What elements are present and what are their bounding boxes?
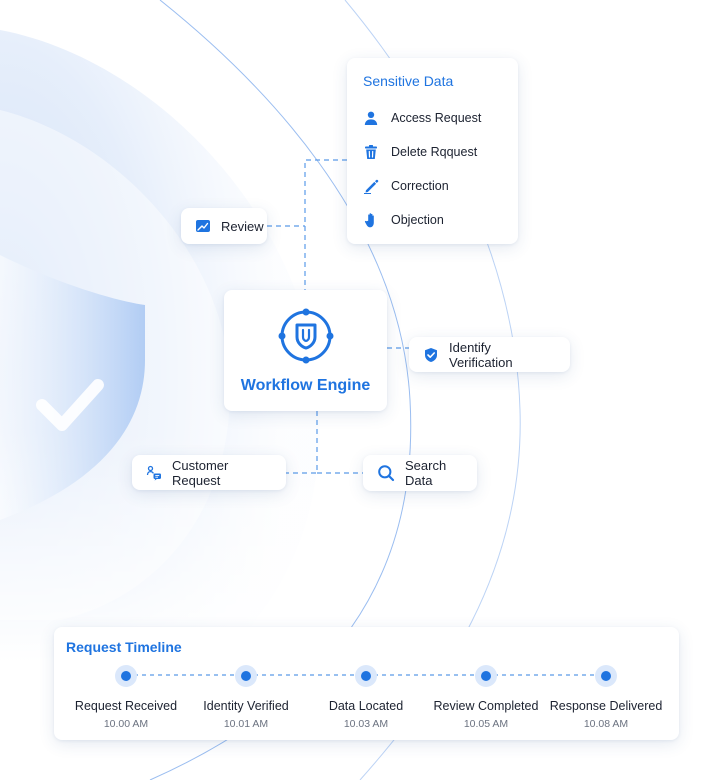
identify-verification-node[interactable]: Identify Verification [409, 337, 570, 372]
workflow-engine-node[interactable]: Workflow Engine [224, 290, 387, 411]
timeline-step-data-located: Data Located 10.03 AM [301, 665, 431, 730]
customer-request-node[interactable]: Customer Request [132, 455, 286, 490]
review-node[interactable]: Review [181, 208, 267, 244]
timeline-step-review-completed: Review Completed 10.05 AM [421, 665, 551, 730]
timeline-step-label: Data Located [328, 699, 404, 713]
timeline-step-time: 10.05 AM [463, 718, 509, 730]
timeline-step-label: Response Delivered [549, 699, 663, 713]
timeline-title: Request Timeline [66, 639, 182, 655]
timeline-step-label: Request Received [74, 699, 178, 713]
timeline-step-identity-verified: Identity Verified 10.01 AM [181, 665, 311, 730]
timeline-step-time: 10.00 AM [103, 718, 149, 730]
sensitive-data-title: Sensitive Data [363, 73, 454, 89]
timeline-step-label: Identity Verified [203, 699, 289, 713]
search-data-node[interactable]: Search Data [363, 455, 477, 491]
customer-request-label: Customer Request [172, 457, 229, 488]
sensitive-item-label: Access Request [391, 111, 482, 125]
search-data-label: Search Data [405, 458, 447, 488]
sensitive-item-objection[interactable]: Objection [363, 203, 502, 237]
timeline-step-label: Review Completed [433, 699, 539, 713]
sensitive-data-panel: Sensitive Data Access Request Delete Rqq… [347, 58, 518, 244]
image-edit-icon [196, 220, 210, 232]
workflow-engine-label: Workflow Engine [240, 376, 371, 394]
sensitive-item-label: Correction [391, 179, 449, 193]
timeline-step-time: 10.01 AM [223, 718, 269, 730]
trash-icon [365, 145, 377, 159]
timeline-step-response-delivered: Response Delivered 10.08 AM [541, 665, 671, 730]
request-timeline-panel: Request Timeline Request Received 10.00 … [54, 627, 679, 740]
timeline-dot [115, 665, 137, 687]
timeline-dot [475, 665, 497, 687]
timeline-step-time: 10.08 AM [583, 718, 629, 730]
sensitive-item-access-request[interactable]: Access Request [363, 101, 502, 135]
sensitive-item-correction[interactable]: Correction [363, 169, 502, 203]
sensitive-item-label: Delete Rqquest [391, 145, 478, 159]
timeline-dot [355, 665, 377, 687]
shield-sync-icon [278, 308, 333, 363]
timeline-step-time: 10.03 AM [343, 718, 389, 730]
review-label: Review [221, 218, 264, 234]
timeline-dot [595, 665, 617, 687]
shield-check-icon [425, 347, 437, 362]
sensitive-item-label: Objection [391, 213, 444, 227]
person-icon [364, 111, 378, 125]
timeline-step-request-received: Request Received 10.00 AM [61, 665, 191, 730]
hand-icon [364, 213, 374, 228]
sensitive-item-delete-request[interactable]: Delete Rqquest [363, 135, 502, 169]
timeline-dot [235, 665, 257, 687]
user-chat-icon [146, 465, 161, 481]
background-shield [0, 255, 145, 520]
connector-lines [267, 159, 409, 474]
pen-icon [364, 179, 379, 194]
identify-verification-label: Identify Verification [449, 339, 513, 370]
search-icon [378, 465, 395, 482]
